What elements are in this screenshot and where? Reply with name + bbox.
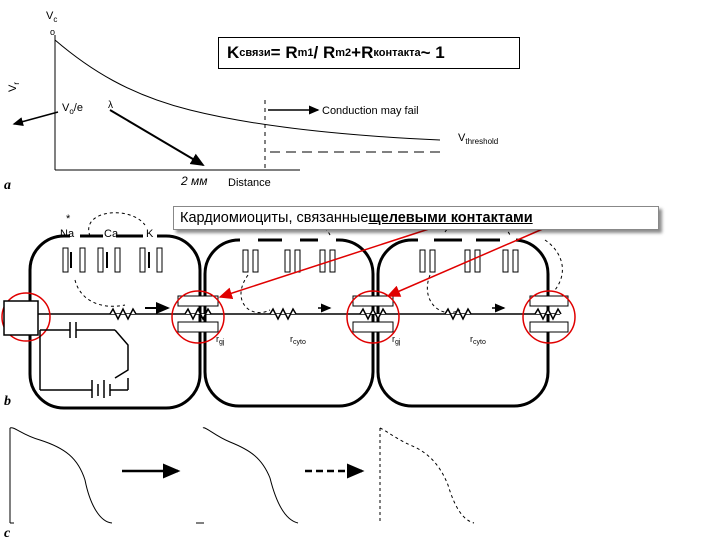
action-potential-3 xyxy=(379,427,475,524)
r-gj-label-2: rgj xyxy=(392,334,401,346)
left-arrow xyxy=(12,111,59,126)
k-label: K xyxy=(146,228,154,240)
resistor-cyto-1 xyxy=(109,307,137,321)
v-over-e-label: Vo/e xyxy=(62,102,83,116)
formula-eq: = R xyxy=(270,43,298,62)
panel-c: c xyxy=(4,427,475,540)
caption-prefix: Кардиомиоциты, связанные xyxy=(180,210,369,226)
r-gj-label-1: rgj xyxy=(216,334,225,346)
lambda-label: λ xyxy=(108,100,113,111)
formula-rm2-sub: m2 xyxy=(335,47,352,59)
panel-b-letter: b xyxy=(4,394,11,409)
highlight-left-edge xyxy=(1,292,51,342)
caption-underlined: щелевыми контактами xyxy=(368,210,533,226)
v-axis-label: Vr xyxy=(7,82,21,92)
formula-rm1-sub: m1 xyxy=(297,47,314,59)
gap-junction-1 xyxy=(177,295,219,333)
distance-value: 2 мм xyxy=(180,174,207,188)
threshold-label: Vthreshold xyxy=(458,132,498,146)
formula-k: K xyxy=(227,43,240,62)
formula-plus: +R xyxy=(351,43,374,62)
highlight-gap-junction-3 xyxy=(522,290,576,344)
action-potential-2 xyxy=(202,427,299,524)
panel-a: Vc o Vr Vo/e λ Conduction may fail Vthre… xyxy=(4,10,498,193)
na-label: Na xyxy=(60,228,75,240)
ion-channels-cell-1 xyxy=(62,247,163,273)
pointer-arrow-2 xyxy=(386,227,546,297)
highlight-gap-junction-1 xyxy=(171,290,225,344)
panel-b: * Na Ca K rgj rcyto rgj rcyto b xyxy=(1,212,576,410)
formula-k-sub: связи xyxy=(239,47,271,59)
formula-tail: ~ 1 xyxy=(420,43,445,62)
r-cyto-label-2: rcyto xyxy=(470,334,486,346)
asterisk-label: * xyxy=(66,213,71,225)
gap-junction-caption: Кардиомиоциты, связанные щелевыми контак… xyxy=(173,206,659,230)
membrane-circuit xyxy=(39,322,129,398)
formula-slash: / R xyxy=(313,43,336,62)
v-top-label: Vc xyxy=(46,10,57,24)
voltage-decay-curve xyxy=(54,39,441,141)
ca-label: Ca xyxy=(104,228,119,240)
action-potential-1 xyxy=(9,427,113,524)
cell-3 xyxy=(376,238,550,408)
r-cyto-label-1: rcyto xyxy=(290,334,306,346)
conduction-label: Conduction may fail xyxy=(322,105,419,117)
formula-rc-sub: контакта xyxy=(373,47,421,59)
gap-junction-3 xyxy=(529,295,569,333)
v-zero-label: o xyxy=(50,27,55,37)
panel-a-letter: a xyxy=(4,178,11,193)
pointer-arrow-1 xyxy=(218,227,433,299)
resistor-cyto-3 xyxy=(444,307,472,321)
distance-label: Distance xyxy=(228,177,271,189)
panel-c-letter: c xyxy=(4,526,11,540)
highlight-gap-junction-2 xyxy=(346,290,400,344)
resistor-cyto-2 xyxy=(269,307,297,321)
lambda-arrow xyxy=(109,109,205,167)
